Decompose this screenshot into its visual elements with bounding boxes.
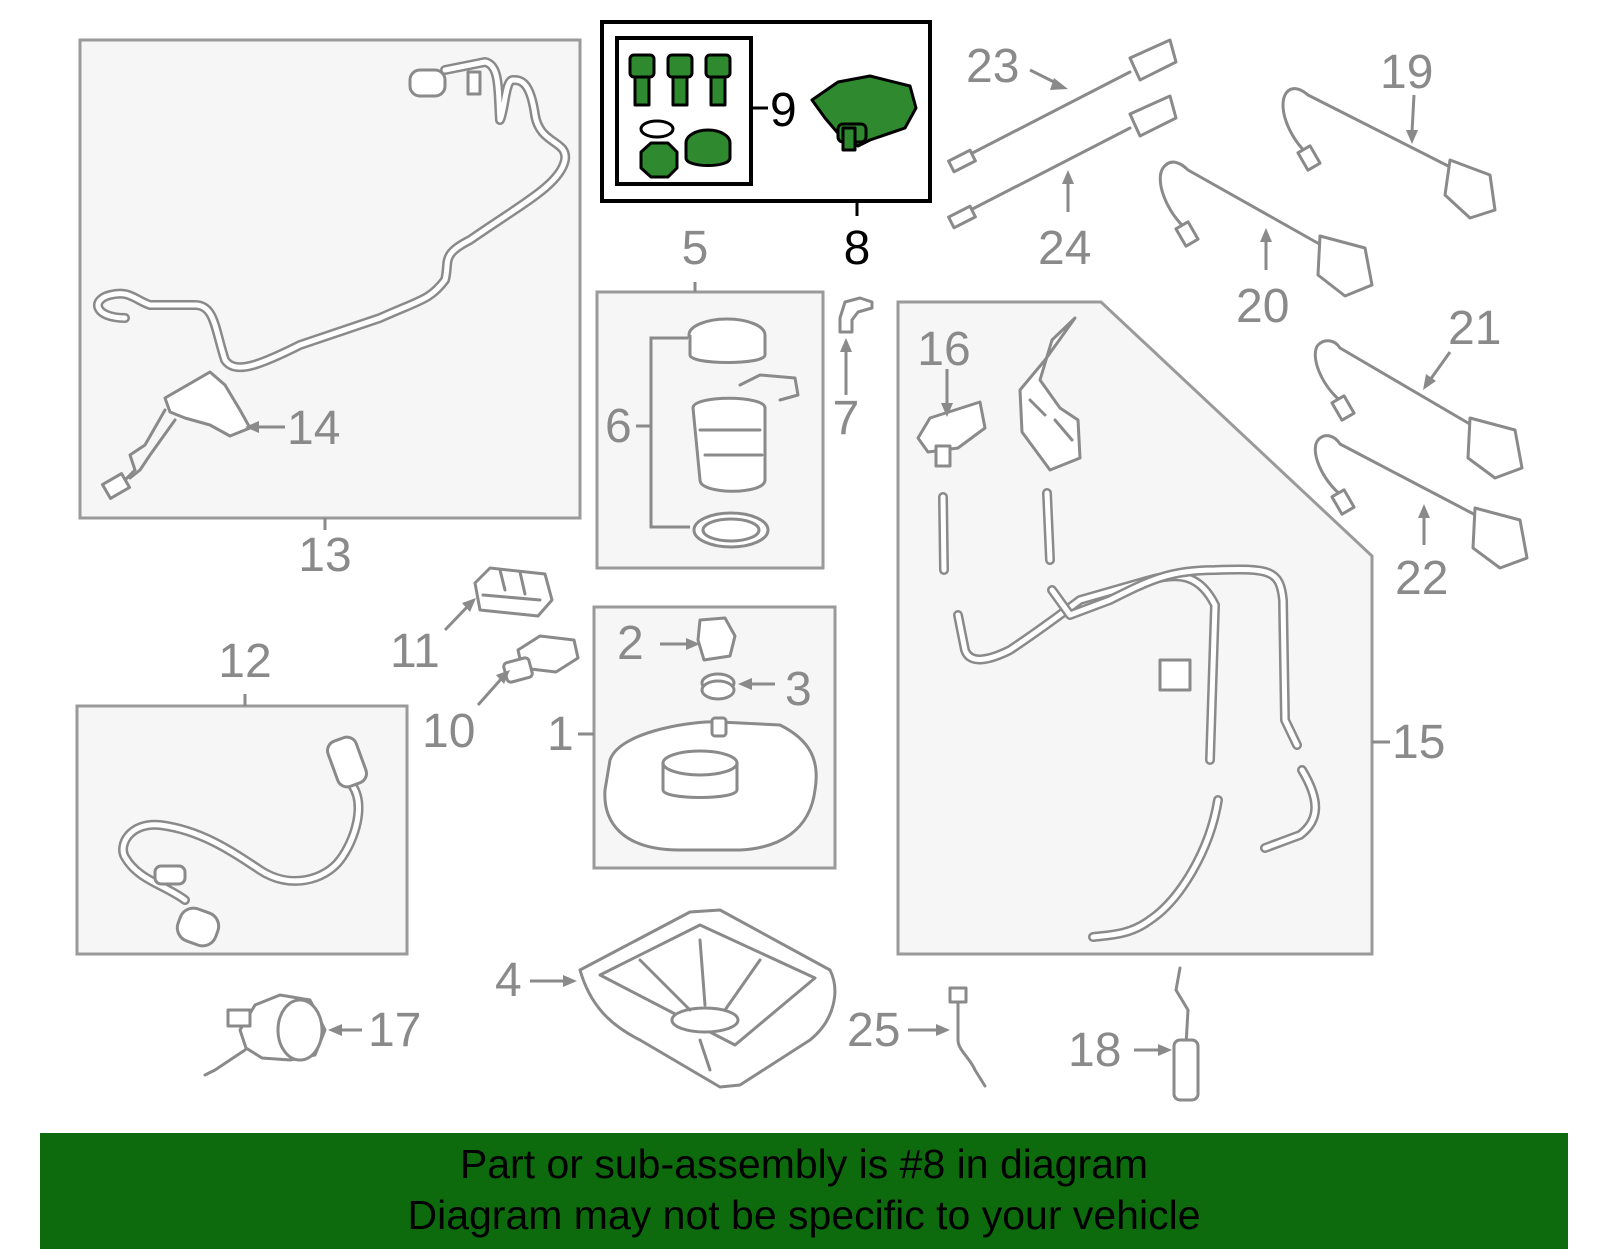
tank-cover-1	[603, 716, 818, 852]
oil-pan-4	[578, 908, 837, 1089]
callout-3: 3	[785, 663, 812, 716]
pressure-sensor-16	[916, 400, 987, 468]
sensor-25	[948, 986, 987, 1088]
bracket-14	[100, 370, 252, 500]
callout-12: 12	[218, 635, 271, 688]
callout-25: 25	[847, 1004, 900, 1057]
callout-23: 23	[966, 40, 1019, 93]
box-15	[896, 300, 1374, 956]
callout-17: 17	[368, 1004, 421, 1057]
oxygen-sensor-18	[1172, 966, 1200, 1102]
bracket-15	[1018, 316, 1082, 472]
temp-sensor-23	[947, 38, 1178, 174]
wheel-sensor-19	[1281, 87, 1497, 220]
banner-line-2: Diagram may not be specific to your vehi…	[407, 1192, 1201, 1238]
callout-7: 7	[833, 392, 860, 445]
cap-2	[696, 616, 737, 662]
seal-ring-3	[700, 672, 736, 701]
callout-22: 22	[1395, 552, 1448, 605]
callout-15: 15	[1392, 716, 1445, 769]
callout-18: 18	[1068, 1024, 1121, 1077]
callout-11: 11	[390, 625, 440, 678]
info-banner: Part or sub-assembly is #8 in diagram Di…	[40, 1133, 1568, 1249]
banner-line-1: Part or sub-assembly is #8 in diagram	[459, 1141, 1149, 1187]
callout-5: 5	[682, 222, 709, 275]
callout-24: 24	[1038, 222, 1091, 275]
sensor-10	[502, 634, 580, 684]
callout-2: 2	[617, 617, 644, 670]
callout-19: 19	[1380, 46, 1433, 99]
hose-lines-15	[938, 488, 1321, 942]
callout-8: 8	[844, 222, 871, 275]
callout-16: 16	[917, 323, 970, 376]
callout-21: 21	[1448, 302, 1501, 355]
connector-11	[473, 566, 554, 618]
connector-7	[838, 296, 874, 395]
screws-9	[628, 53, 732, 179]
callout-1: 1	[547, 708, 574, 761]
callout-6: 6	[605, 400, 632, 453]
wheel-sensor-21	[1313, 339, 1524, 480]
leader-lines	[243, 68, 1452, 1056]
callout-13: 13	[298, 529, 351, 582]
fuel-line-13	[93, 57, 571, 373]
callout-14: 14	[287, 402, 340, 455]
callout-20: 20	[1236, 280, 1289, 333]
fuel-pump-assembly-6	[636, 317, 800, 549]
callout-10: 10	[422, 705, 475, 758]
valve-17	[203, 993, 327, 1077]
temp-sensor-24	[947, 94, 1178, 230]
callout-4: 4	[495, 954, 522, 1007]
fuel-pressure-sensor-8	[810, 74, 918, 152]
wheel-sensor-20	[1158, 160, 1374, 298]
sensor-12	[118, 735, 368, 948]
wheel-sensor-22	[1313, 434, 1529, 570]
callout-9: 9	[770, 84, 797, 137]
